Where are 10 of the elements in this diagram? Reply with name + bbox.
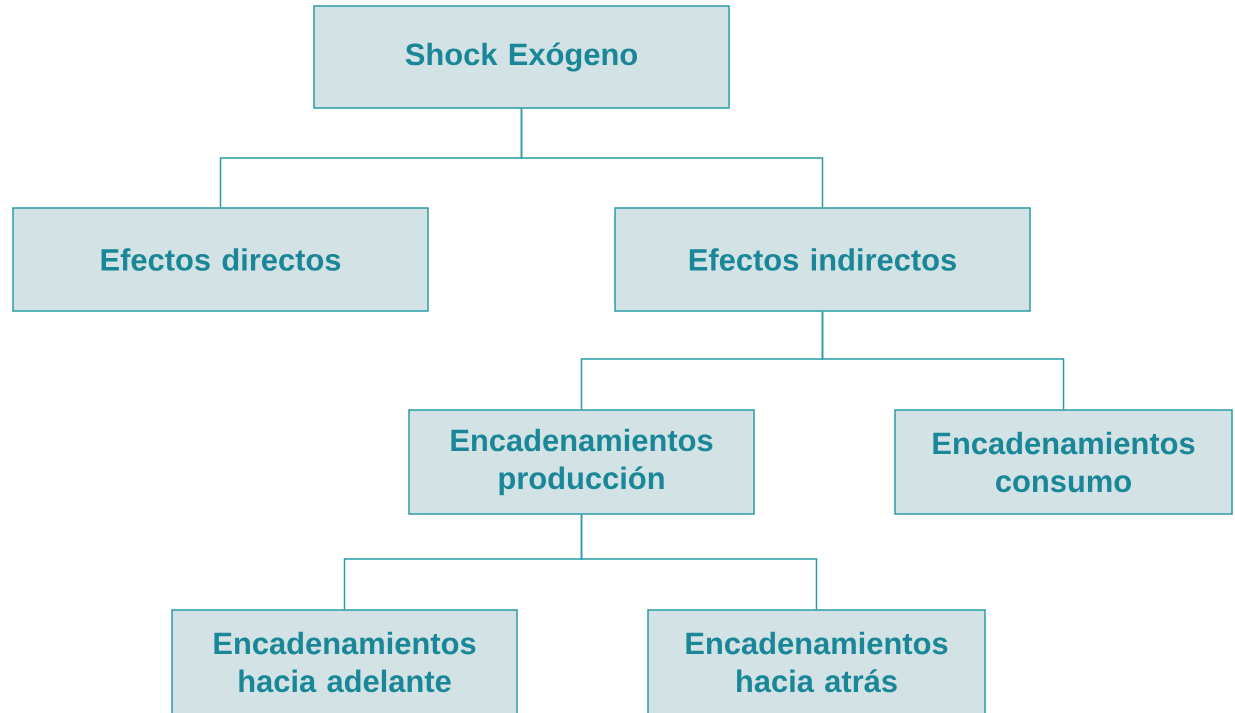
connector-line xyxy=(821,311,1065,410)
process-box: Encadenamientos hacia adelante xyxy=(171,609,518,713)
process-box: Encadenamientos hacia atrás xyxy=(647,609,986,713)
connector-line xyxy=(580,514,818,610)
process-box: Encadenamientos producción xyxy=(408,409,755,515)
connector-line xyxy=(520,108,824,208)
process-box: Efectos indirectos xyxy=(614,207,1031,312)
process-box: Encadenamientos consumo xyxy=(894,409,1233,515)
process-box: Efectos directos xyxy=(12,207,429,312)
process-box: Shock Exógeno xyxy=(313,5,730,109)
